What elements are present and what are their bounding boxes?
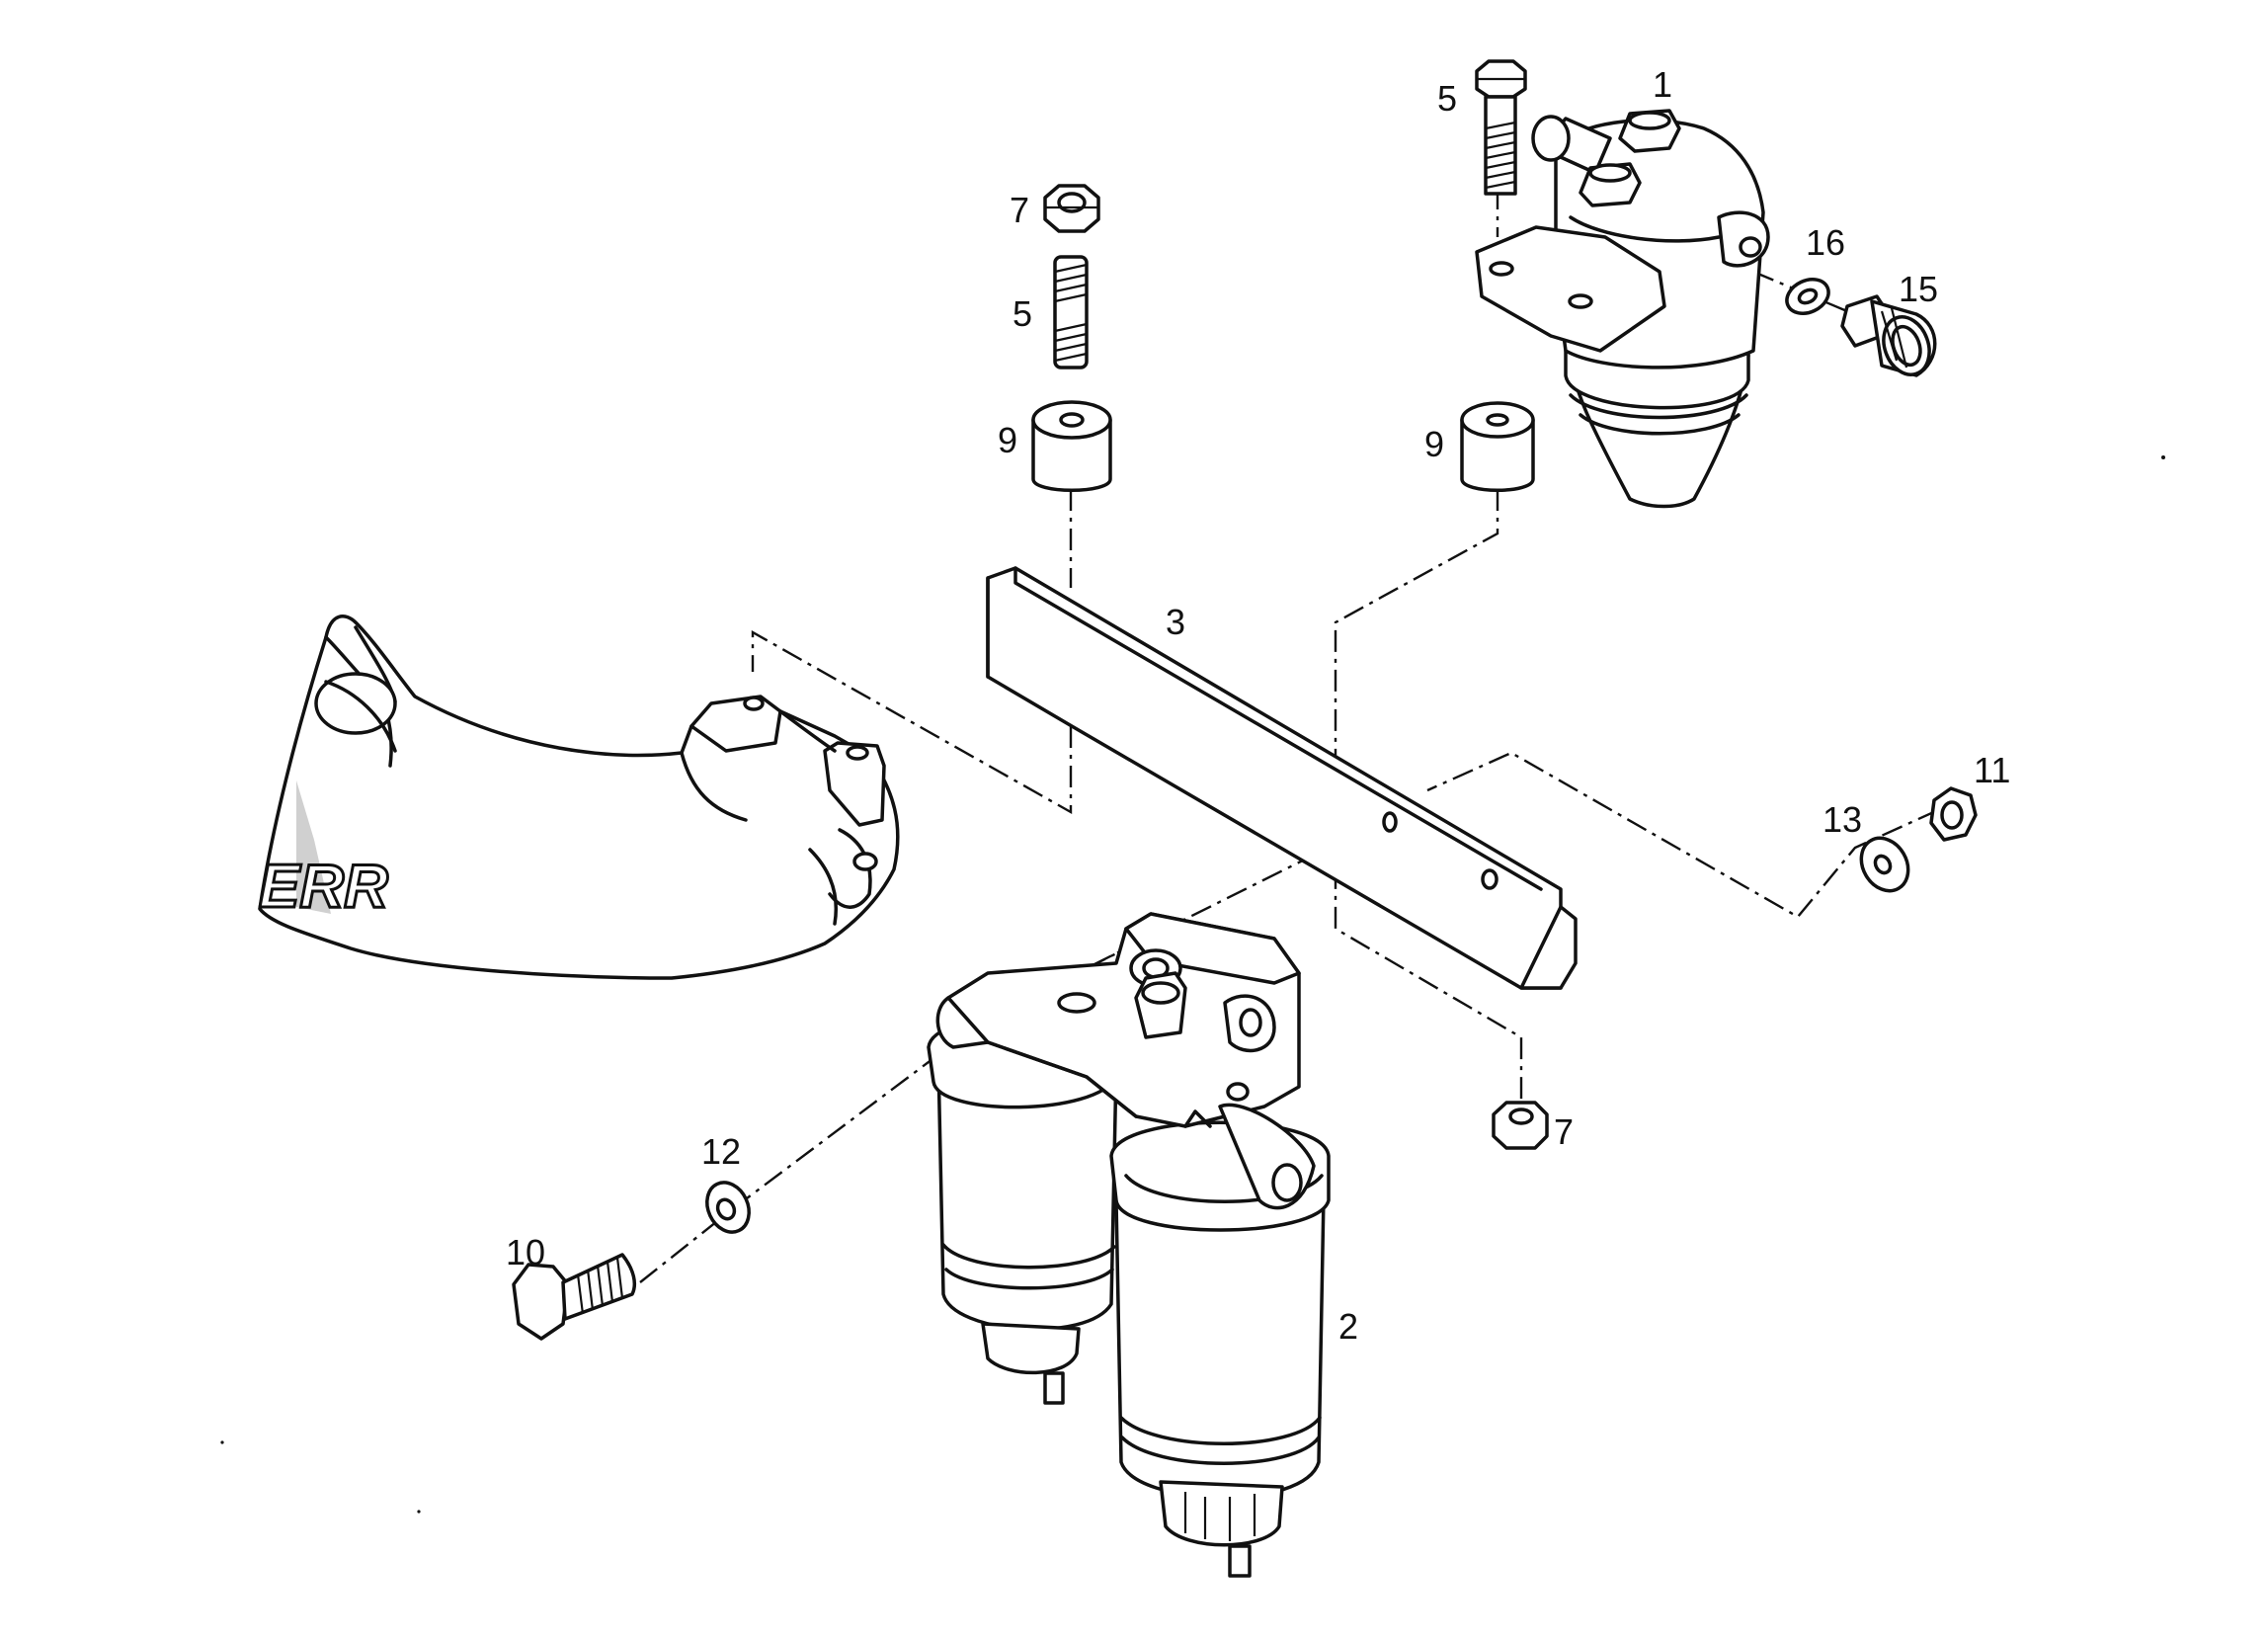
mounting-bracket: [986, 566, 1578, 990]
nut-bottom: [1492, 1101, 1549, 1150]
bolt-10: [512, 1253, 636, 1341]
callout-7-top: 7: [1010, 190, 1029, 230]
filter-head: [1475, 109, 1770, 509]
callout-1: 1: [1653, 64, 1672, 105]
callout-9-left: 9: [998, 420, 1017, 460]
speck: [2161, 455, 2165, 459]
leader-right-spacer-path: [1334, 489, 1523, 1102]
drain-plug: [1840, 294, 1937, 377]
callout-4: 5: [1437, 78, 1457, 119]
callout-2: 2: [1338, 1306, 1358, 1347]
leader-bracket-to-housing: [751, 629, 1073, 815]
nut-top: [1043, 184, 1100, 233]
spacer-right: [1460, 401, 1535, 492]
callout-7-bottom: 7: [1554, 1111, 1574, 1152]
callout-10: 10: [506, 1232, 545, 1272]
callout-13: 13: [1822, 799, 1862, 840]
spacer-left: [1031, 400, 1112, 492]
seal-washer: [1785, 278, 1830, 315]
callouts: 1 5 7 5 9 9 16 15 3 11 13 7 12 10 2: [506, 64, 2010, 1347]
washer-13: [1859, 836, 1910, 893]
callout-11: 11: [1974, 750, 2010, 790]
speck: [220, 1440, 224, 1444]
nut-11: [1929, 786, 1978, 842]
washer-12: [705, 1181, 751, 1234]
callout-5: 5: [1012, 293, 1032, 334]
callout-9-right: 9: [1424, 424, 1444, 464]
callout-12: 12: [701, 1131, 741, 1172]
intake-housing: ERR: [258, 615, 900, 980]
callout-16: 16: [1806, 222, 1845, 263]
stud: [1053, 255, 1089, 369]
double-filter-assembly: [927, 912, 1331, 1578]
callout-3: 3: [1166, 602, 1185, 642]
callout-15: 15: [1899, 269, 1938, 309]
leader-nut-11-path: [1426, 751, 1939, 919]
housing-lettering: ERR: [259, 853, 388, 921]
speck: [417, 1510, 421, 1514]
bolt-top: [1475, 59, 1527, 196]
